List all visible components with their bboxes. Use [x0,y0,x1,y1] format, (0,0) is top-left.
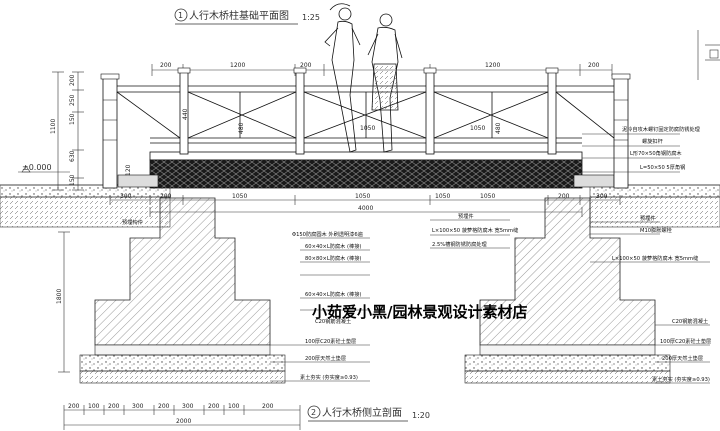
leader-lines [270,133,710,384]
dim-bottom-8: 100 [228,403,240,410]
note-left-small: 预埋构件 [122,218,143,226]
post-knobs [100,67,631,80]
note-right-lower-3: L×100×50 菠萝格防腐木 宽5mm缝 [612,254,698,262]
note-right-lower-6: 200厚天然土垫层 [662,354,703,362]
dim-bottom-9: 200 [262,403,274,410]
elevation-marker: ±0.000 [18,163,70,173]
dim-left-1: 200 [69,74,76,86]
note-right-lower-5: 100厚C20素砼土垫层 [660,337,711,345]
note-mid-1: 预埋件 [458,212,474,220]
bottom-title: 2 人行木桥侧立剖面 1:20 [307,405,430,422]
note-left-7: 200厚天然土垫层 [305,354,346,362]
note-left-5: C20钢筋混凝土 [315,317,351,325]
top-title-scale: 1:25 [302,13,320,22]
dim-top-2: 1200 [230,62,245,69]
dim-left-2: 250 [69,94,76,106]
note-right-lower-4: C20钢筋混凝土 [672,317,708,325]
top-title: 1 人行木桥柱基础平面图 1:25 [174,8,320,25]
dim-inner-2: 480 [238,122,245,134]
dim-bottom-3: 200 [108,403,120,410]
bottom-title-number: 2 [311,408,316,417]
top-title-number: 1 [178,11,183,20]
deck-dimension-chain [109,195,621,217]
dim-bottom-4: 300 [132,403,144,410]
dim-bottom-6: 300 [182,403,194,410]
dim-post-3: 1050 [232,193,247,200]
bottom-title-text: 人行木桥侧立剖面 [322,406,402,419]
dim-post-5: 1050 [480,193,495,200]
people-illustration [324,3,403,153]
watermark-text: 小茹爱小黑/园林景观设计素材店 [312,303,527,321]
bottom-title-scale: 1:20 [412,411,430,420]
dim-bottom-5: 200 [158,403,170,410]
right-foundation [464,197,671,384]
note-right-upper-2: 螺旋扣杆 [642,137,663,145]
dim-bottom-2: 100 [88,403,100,410]
railing [102,71,629,189]
dim-top-3: 200 [300,62,312,69]
note-left-4: 60×40×L防腐木 (棒接) [305,290,361,298]
dim-rail-1: 1050 [360,125,375,132]
dim-left-total: 1100 [50,119,57,134]
note-left-3: 80×80×L防腐木 (棒接) [305,254,361,262]
note-mid-2: L×100×50 菠萝格防腐木 宽5mm缝 [432,226,518,234]
end-post-left [102,77,118,189]
dim-span-total: 4000 [358,205,373,212]
dim-post-2: 200 [160,193,172,200]
dim-left-foundation: 1800 [56,289,63,304]
right-edge-fragment [697,30,720,80]
dim-left-5: 150 [69,174,76,186]
dim-bottom-1: 200 [68,403,80,410]
top-title-text: 人行木桥柱基础平面图 [189,9,289,22]
note-left-2: 60×40×L防腐木 (棒接) [305,242,361,250]
dim-inner-3: 480 [495,122,502,134]
note-right-upper-3: L形70×50角钢防腐木 [630,149,682,157]
note-left-8: 素土夯实 (夯实度≥0.93) [300,373,358,381]
note-right-lower-1: 预埋件 [640,214,656,222]
end-post-right [613,77,629,189]
dim-left-3: 150 [69,113,76,125]
dim-top-1: 200 [160,62,172,69]
dim-post-7: 200 [558,193,570,200]
bottom-dimension-chain [63,405,301,430]
left-foundation [79,197,286,384]
dim-bottom-total: 2000 [176,418,191,425]
dim-bottom-7: 200 [208,403,220,410]
dim-inner-1: 440 [182,108,189,120]
dim-post-1: 300 [120,193,132,200]
dim-post-8: 300 [596,193,608,200]
dim-top-4: 1200 [485,62,500,69]
bridge-deck [117,151,615,189]
dim-rail-small: 120 [125,164,132,176]
elevation-label: ±0.000 [22,163,52,172]
dim-rail-2: 1050 [470,125,485,132]
dim-top-5: 200 [588,62,600,69]
note-right-lower-7: 素土夯实 (夯实度≥0.93) [652,375,710,383]
note-right-upper-4: L=50×50 5厚角钢 [640,163,685,171]
note-mid-3: 2.5%槽钢防锈防腐处理 [432,240,487,248]
end-post-ornaments [103,99,628,141]
dim-left-4: 630 [69,150,76,162]
note-right-lower-2: M10膨胀螺栓 [640,226,673,234]
dim-post-4: 1050 [355,193,370,200]
note-left-6: 100厚C20素砼土垫层 [305,337,356,345]
dim-post-6: 1050 [435,193,450,200]
note-left-1: Φ150防腐圆木 外刷透明漆6遍 [292,230,364,238]
ground-left [0,184,171,228]
note-right-upper-1: 泥冷自攻木螺钉固定防腐防锈处理 [622,125,701,133]
